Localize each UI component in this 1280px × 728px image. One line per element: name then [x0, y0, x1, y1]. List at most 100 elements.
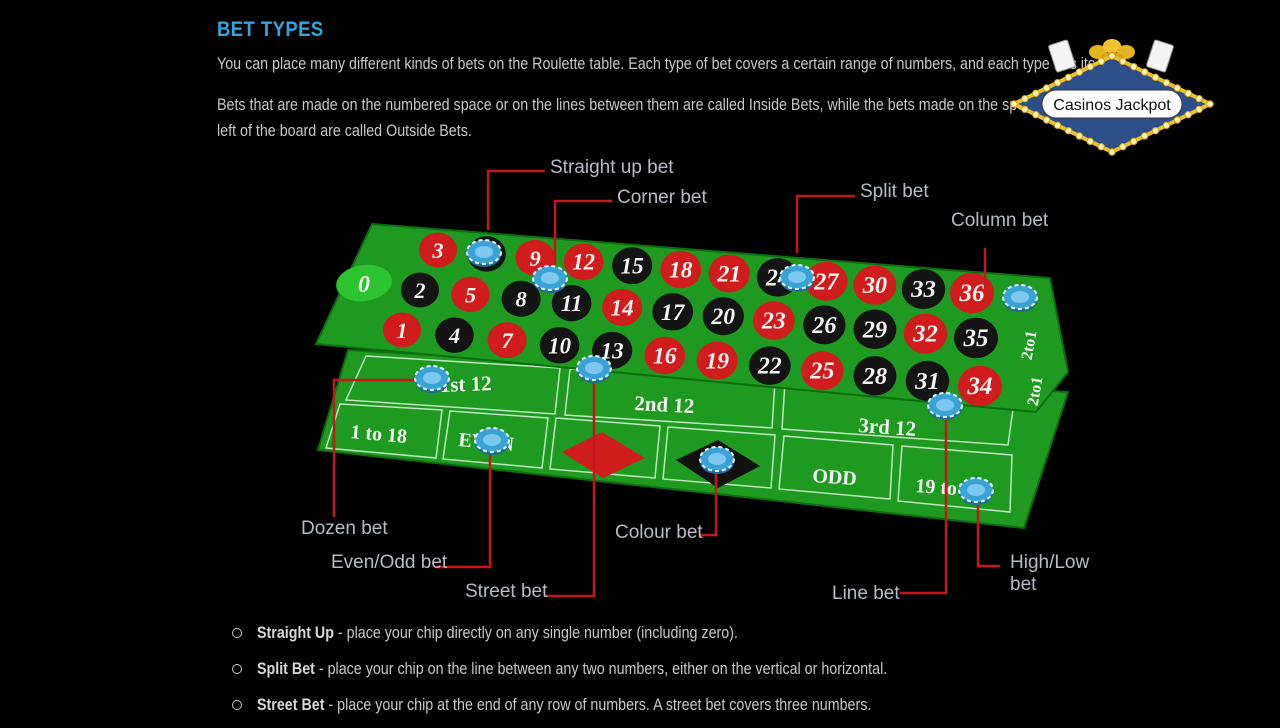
- number-spot: [805, 261, 848, 301]
- number-spot: [853, 356, 897, 396]
- number-spot: [901, 269, 946, 310]
- bulb: [1075, 132, 1084, 140]
- label-street-bet: Street bet: [465, 581, 548, 602]
- number-spot: [748, 346, 791, 385]
- bet-chip-icon: [779, 264, 815, 292]
- number-label: 14: [611, 294, 634, 320]
- number-spot: [660, 250, 702, 289]
- bulb: [1097, 57, 1105, 66]
- bulb: [1053, 78, 1062, 87]
- bet-name: Split Bet: [257, 659, 315, 678]
- number-label: 16: [653, 343, 677, 369]
- bet-description: - place your chip directly on any single…: [333, 623, 738, 642]
- number-spot: [644, 336, 686, 375]
- bulb: [1064, 73, 1073, 82]
- bulb: [1032, 110, 1040, 119]
- dozen-box: [344, 355, 561, 415]
- bet-chip-icon: [699, 446, 735, 474]
- outside-bet-box: [662, 426, 776, 489]
- callout-lines: [332, 169, 1000, 598]
- bet-description: - place your chip on the line between an…: [314, 659, 888, 678]
- bet-description: - place your chip at the end of any row …: [324, 695, 872, 714]
- dozen-label: 3rd 12: [858, 413, 917, 441]
- number-spot: [551, 284, 592, 322]
- bulb: [1140, 132, 1149, 140]
- number-label: 25: [809, 358, 834, 385]
- number-label: 18: [669, 258, 693, 284]
- list-item-split-bet: Split Bet - place your chip on the line …: [232, 656, 1007, 692]
- bulb: [1151, 126, 1160, 135]
- number-label: 23: [761, 309, 786, 335]
- callout-line: [700, 470, 718, 537]
- label-dozen-bet: Dozen bet: [301, 518, 388, 539]
- bullet-icon: [232, 664, 242, 674]
- outside-bet-box: [442, 410, 549, 469]
- outside-bet-label: ODD: [812, 465, 858, 490]
- bet-chip-icon: [532, 265, 568, 293]
- label-corner-bet: Corner bet: [617, 187, 707, 208]
- bullet-icon: [232, 700, 242, 710]
- number-spot: [383, 312, 421, 348]
- logo-banner: [1041, 89, 1183, 119]
- number-spot: [487, 322, 527, 359]
- number-spot: [696, 341, 738, 380]
- bulb: [1130, 62, 1138, 71]
- number-spot: [708, 254, 750, 293]
- number-spot: [950, 272, 994, 314]
- bulb: [1173, 116, 1182, 124]
- number-spot: [905, 360, 950, 401]
- number-label: 20: [710, 304, 735, 330]
- number-label: 12: [572, 250, 595, 275]
- number-spot: [954, 317, 998, 359]
- bulb: [1042, 116, 1051, 124]
- bulb: [1162, 121, 1171, 130]
- number-spot: [903, 313, 948, 354]
- bet-chip-icon: [1002, 284, 1038, 312]
- bulb: [1086, 62, 1094, 71]
- playing-card-icon: [1146, 39, 1174, 73]
- number-label: 26: [811, 312, 837, 339]
- number-label: 33: [910, 276, 936, 303]
- number-label: 34: [967, 373, 993, 400]
- number-spot: [602, 288, 643, 326]
- playing-card-icon: [1048, 39, 1076, 73]
- label-colour-bet: Colour bet: [615, 522, 703, 543]
- number-label: 8: [515, 287, 526, 312]
- number-label: 35: [963, 325, 989, 352]
- label-split-bet: Split bet: [860, 181, 929, 202]
- number-label: 11: [561, 291, 583, 316]
- label-high-low-bet-line2: bet: [1010, 574, 1037, 595]
- bulb: [1086, 137, 1094, 146]
- number-label: 4: [448, 323, 460, 348]
- number-spot: [435, 317, 474, 353]
- number-spot: [801, 351, 844, 391]
- number-label: 32: [912, 321, 938, 348]
- callout-line: [332, 378, 426, 517]
- bulb: [1206, 100, 1214, 108]
- number-label: 31: [914, 368, 940, 395]
- bulb: [1173, 84, 1182, 92]
- paragraph-line-2: left of the board are called Outside Bet…: [217, 121, 472, 140]
- dozen-label: 2nd 12: [634, 391, 695, 418]
- inside-outside-paragraph: Bets that are made on the numbered space…: [217, 92, 1089, 144]
- number-spot: [501, 280, 541, 317]
- number-spot: [563, 243, 604, 280]
- column-label: 2to1: [1019, 329, 1041, 361]
- number-label: 5: [465, 282, 476, 307]
- number-label: 7: [501, 328, 514, 353]
- bulb: [1053, 121, 1062, 130]
- bulb: [1075, 68, 1084, 76]
- number-label: 36: [959, 280, 986, 307]
- bulb: [1064, 126, 1073, 135]
- bulb: [1042, 84, 1051, 92]
- bulb: [1021, 94, 1029, 103]
- bulb: [1119, 142, 1127, 151]
- callout-line: [486, 169, 545, 230]
- paragraph-line-1: Bets that are made on the numbered space…: [217, 95, 1089, 114]
- outside-bet-box: [549, 417, 661, 479]
- bulb: [1108, 52, 1116, 60]
- number-spot: [702, 297, 744, 336]
- number-spot: [958, 365, 1002, 407]
- callout-line: [553, 199, 612, 270]
